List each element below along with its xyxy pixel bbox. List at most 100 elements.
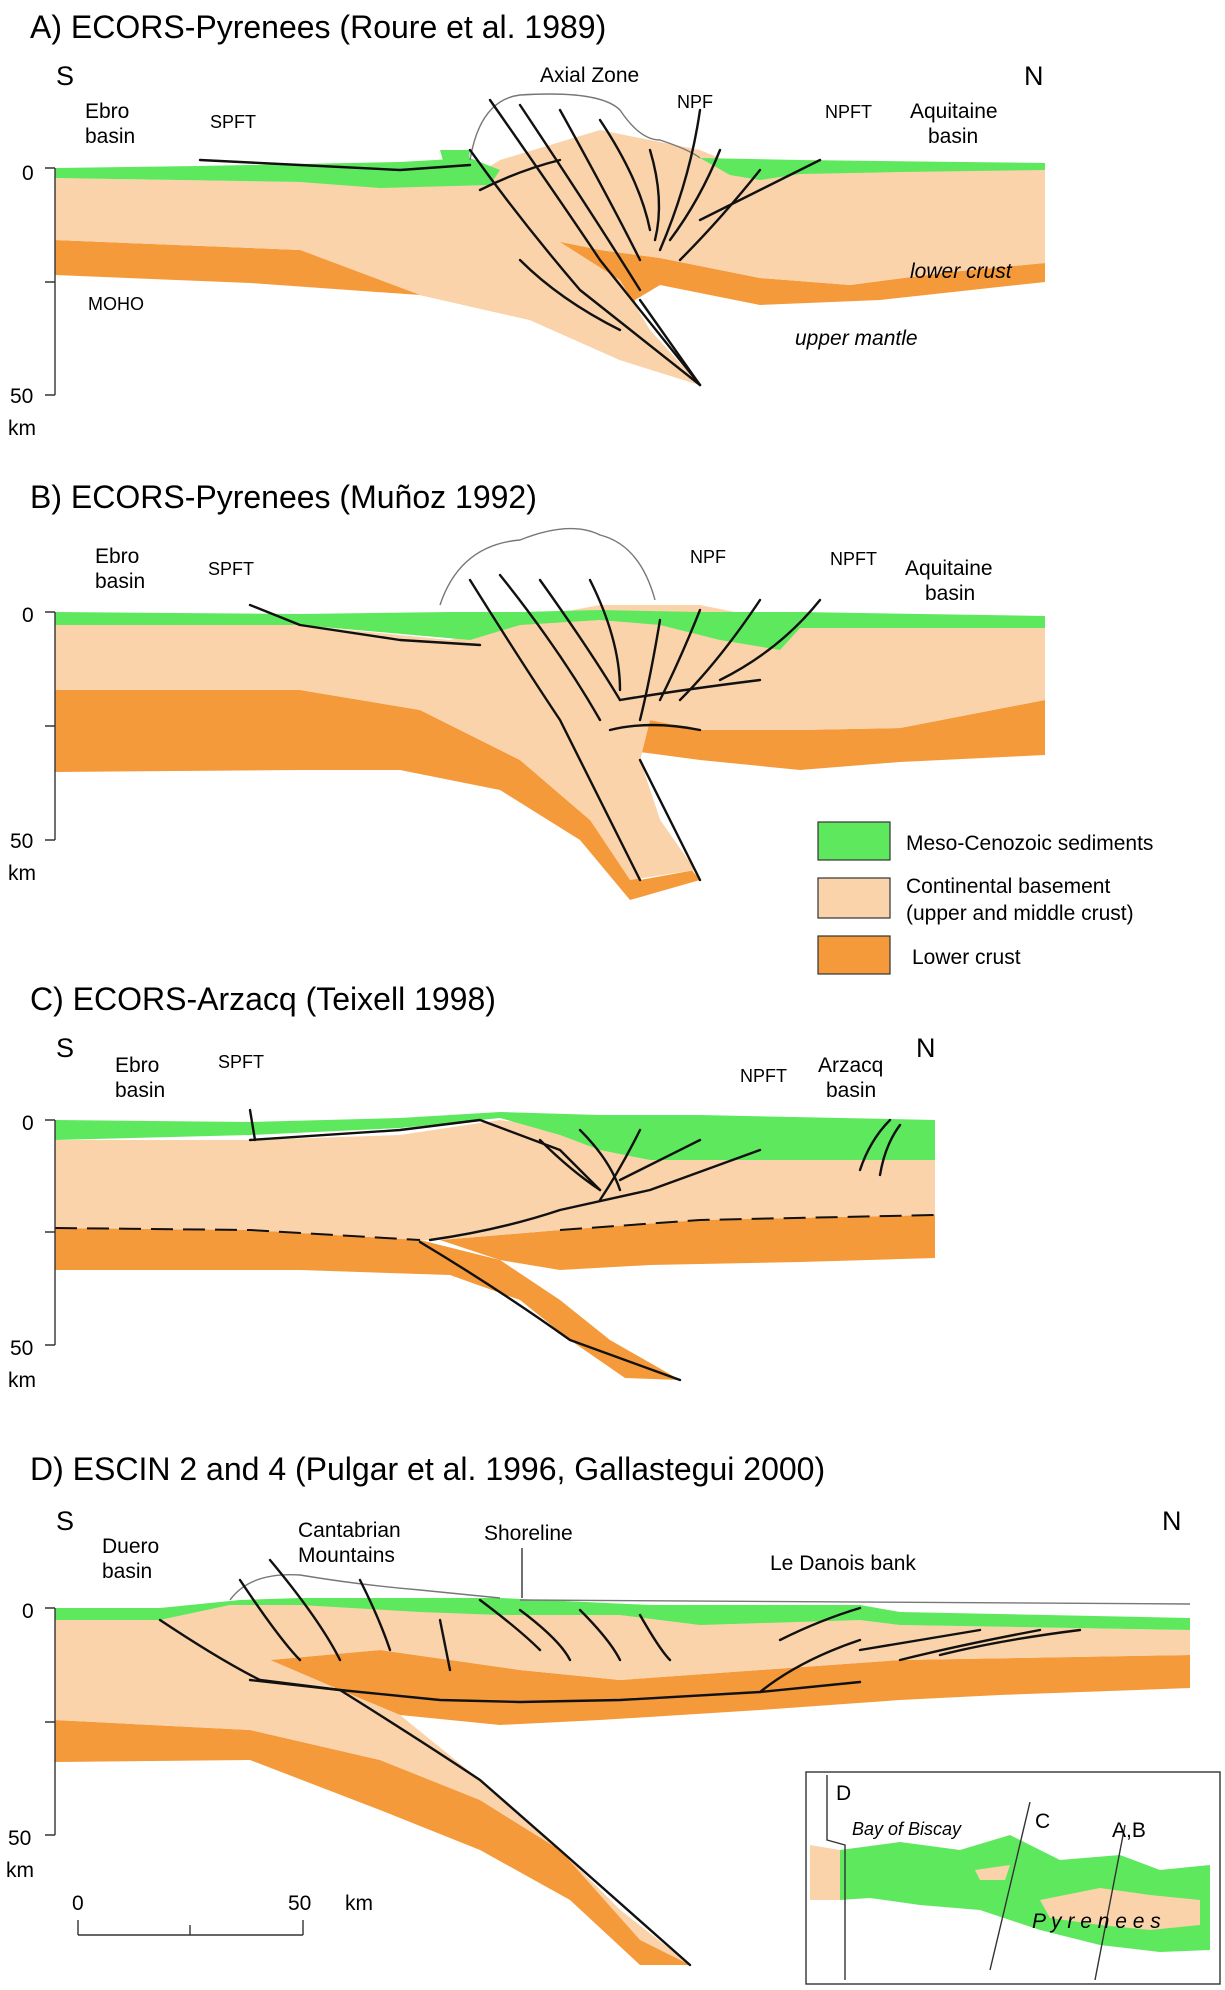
panel-d: D) ESCIN 2 and 4 (Pulgar et al. 1996, Ga… xyxy=(6,1451,1191,1967)
panel-a-upper-mantle-label: upper mantle xyxy=(795,327,918,350)
panel-d-faults xyxy=(158,1558,1082,1967)
panel-a-north-label: N xyxy=(1024,61,1044,91)
panel-a-depth-axis: 0 50 km xyxy=(8,162,56,440)
panel-c-moho-south-dashed xyxy=(54,1227,421,1241)
scale-bar-unit: km xyxy=(345,1892,373,1915)
panel-b-spft-label: SPFT xyxy=(208,559,254,579)
panel-c-lower-crust xyxy=(55,1215,935,1380)
panel-c-arzacq-label-2: basin xyxy=(826,1079,876,1102)
panel-a-eroded-envelope xyxy=(469,93,701,161)
panel-c-npft-label: NPFT xyxy=(740,1066,787,1086)
panel-a-basement xyxy=(55,130,1045,385)
legend: Meso-Cenozoic sediments Continental base… xyxy=(817,821,1153,975)
panel-d-sediments xyxy=(55,1598,1190,1630)
legend-swatch-sediments xyxy=(817,821,891,861)
panel-b-depth-50: 50 xyxy=(10,830,33,853)
panel-b-npft-label: NPFT xyxy=(830,549,877,569)
panel-d-danois-label: Le Danois bank xyxy=(770,1552,916,1575)
panel-a-south-label: S xyxy=(56,61,74,91)
panel-d-sea-level xyxy=(519,1599,1191,1605)
panel-d-lower-crust xyxy=(55,1650,1190,1965)
panel-c-north-label: N xyxy=(916,1033,936,1063)
location-map-section-d xyxy=(826,1775,846,1980)
location-map-bay-label: Bay of Biscay xyxy=(852,1819,962,1839)
legend-label-basement-2: (upper and middle crust) xyxy=(906,902,1134,925)
panel-b-npf-label: NPF xyxy=(690,547,726,567)
panel-a-aquitaine-label-1: Aquitaine xyxy=(910,100,998,123)
location-map-label-ab: A,B xyxy=(1112,1819,1146,1842)
panel-c-spft-label: SPFT xyxy=(218,1052,264,1072)
panel-b: B) ECORS-Pyrenees (Muñoz 1992) Ebro basi… xyxy=(8,479,1045,900)
panel-b-lower-crust xyxy=(55,690,1045,900)
panel-d-depth-0: 0 xyxy=(22,1600,34,1623)
panel-d-shoreline-label: Shoreline xyxy=(484,1522,573,1545)
panel-c-south-label: S xyxy=(56,1033,74,1063)
scale-bar: 0 50 km xyxy=(72,1892,373,1936)
location-map-label-d: D xyxy=(836,1782,851,1805)
panel-d-depth-50: 50 xyxy=(8,1827,31,1850)
panel-a-lower-crust-label: lower crust xyxy=(910,260,1013,283)
panel-d-eroded-envelope xyxy=(229,1574,501,1601)
panel-a-depth-unit: km xyxy=(8,417,36,440)
panel-a-title: A) ECORS-Pyrenees (Roure et al. 1989) xyxy=(30,9,606,45)
panel-a-aquitaine-label-2: basin xyxy=(928,125,978,148)
location-map-label-c: C xyxy=(1035,1810,1050,1833)
panel-d-depth-axis: 0 50 km xyxy=(6,1600,56,1882)
panel-b-ebro-label-2: basin xyxy=(95,570,145,593)
panel-c-moho-north-dashed xyxy=(559,1214,936,1231)
panel-a-moho-label: MOHO xyxy=(88,294,144,314)
panel-c-title: C) ECORS-Arzacq (Teixell 1998) xyxy=(30,981,496,1017)
location-map-section-ab xyxy=(1094,1824,1126,1981)
panel-b-sediments xyxy=(55,610,1045,650)
panel-c-sediments xyxy=(55,1112,935,1160)
panel-b-basement xyxy=(55,605,1045,880)
panel-c-ebro-label-1: Ebro xyxy=(115,1054,159,1077)
panel-c-depth-0: 0 xyxy=(22,1112,34,1135)
panel-a-ebro-label-1: Ebro xyxy=(85,100,129,123)
legend-swatch-lower-crust xyxy=(817,935,891,975)
location-map-range-label: P y r e n e e s xyxy=(1032,1910,1161,1933)
panel-d-depth-unit: km xyxy=(6,1859,34,1882)
panel-d-cantabrian-label-1: Cantabrian xyxy=(298,1519,401,1542)
panel-b-aquitaine-label-2: basin xyxy=(925,582,975,605)
legend-swatch-basement xyxy=(817,877,891,919)
panel-a: A) ECORS-Pyrenees (Roure et al. 1989) S … xyxy=(8,9,1045,440)
panel-d-north-label: N xyxy=(1162,1506,1182,1536)
panel-b-aquitaine-label-1: Aquitaine xyxy=(905,557,993,580)
panel-a-depth-50: 50 xyxy=(10,385,33,408)
panel-b-ebro-label-1: Ebro xyxy=(95,545,139,568)
legend-label-lower-crust: Lower crust xyxy=(912,946,1021,969)
scale-bar-start: 0 xyxy=(72,1892,84,1915)
panel-d-duero-label-2: basin xyxy=(102,1560,152,1583)
panel-a-sediments xyxy=(55,150,1045,188)
panel-c: C) ECORS-Arzacq (Teixell 1998) S N Ebro … xyxy=(8,981,936,1392)
panel-a-spft-label: SPFT xyxy=(210,112,256,132)
panel-b-eroded-envelope xyxy=(439,527,656,606)
location-map-section-c xyxy=(989,1801,1031,1971)
panel-b-depth-unit: km xyxy=(8,862,36,885)
panel-b-title: B) ECORS-Pyrenees (Muñoz 1992) xyxy=(30,479,537,515)
panel-d-cantabrian-label-2: Mountains xyxy=(298,1544,395,1567)
legend-label-basement-1: Continental basement xyxy=(906,875,1110,898)
panel-b-faults xyxy=(248,573,822,882)
panel-a-npft-label: NPFT xyxy=(825,102,872,122)
location-map: D C A,B Bay of Biscay P y r e n e e s xyxy=(805,1771,1221,1985)
panel-b-depth-axis: 0 50 km xyxy=(8,604,56,885)
panel-a-depth-0: 0 xyxy=(22,162,34,185)
panel-d-south-label: S xyxy=(56,1506,74,1536)
panel-c-faults xyxy=(248,1108,902,1382)
panel-c-depth-unit: km xyxy=(8,1369,36,1392)
scale-bar-end: 50 xyxy=(288,1892,311,1915)
panel-c-arzacq-label-1: Arzacq xyxy=(818,1054,883,1077)
panel-d-basement xyxy=(55,1600,1190,1965)
legend-label-sediments: Meso-Cenozoic sediments xyxy=(906,832,1153,855)
panel-c-depth-50: 50 xyxy=(10,1337,33,1360)
panel-c-ebro-label-2: basin xyxy=(115,1079,165,1102)
panel-a-axial-zone-label: Axial Zone xyxy=(540,64,639,87)
panel-c-depth-axis: 0 50 km xyxy=(8,1112,56,1392)
panel-c-basement xyxy=(55,1120,935,1240)
location-map-pyrenees xyxy=(810,1845,1200,1930)
panel-a-faults xyxy=(198,98,822,387)
panel-b-depth-0: 0 xyxy=(22,604,34,627)
